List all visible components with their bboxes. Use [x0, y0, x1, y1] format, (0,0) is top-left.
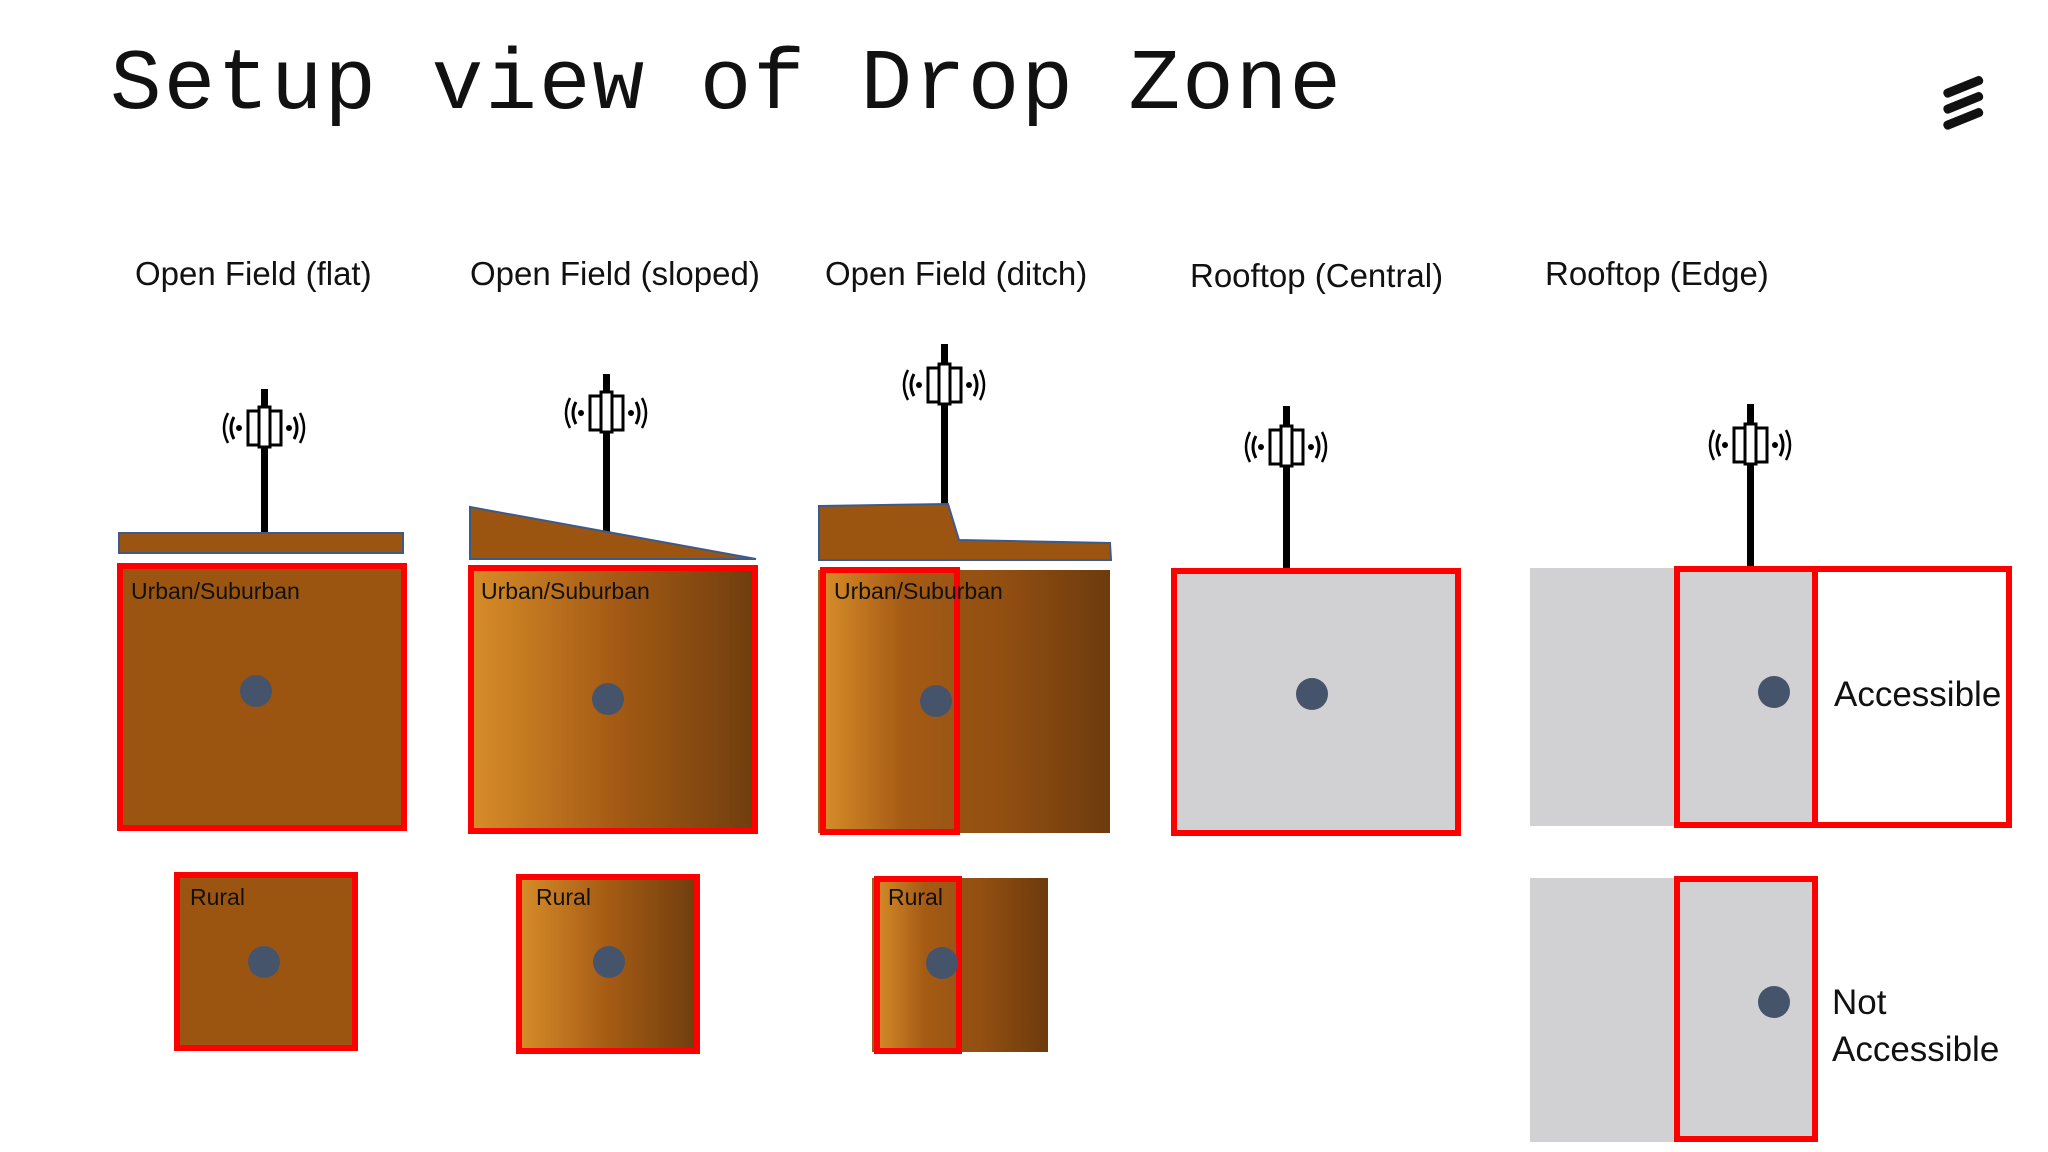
drop-zone-rural: [874, 876, 962, 1054]
heading-rooftop-edge: Rooftop (Edge): [1545, 255, 1769, 292]
accessible-area: [1812, 566, 2012, 828]
cell-tower-icon: [1236, 404, 1336, 572]
drop-point: [593, 946, 625, 978]
heading-open-field-flat: Open Field (flat): [135, 255, 372, 292]
drop-zone-rooftop-edge: [1674, 566, 1818, 828]
cell-tower-icon: [214, 383, 314, 533]
drop-point: [592, 683, 624, 715]
zone-label-rural: Rural: [536, 884, 591, 910]
drop-zone-urban: [117, 563, 407, 831]
zone-label-urban: Urban/Suburban: [131, 578, 300, 604]
drop-point: [1758, 676, 1790, 708]
drop-point: [240, 675, 272, 707]
drop-zone-rooftop-central: [1171, 568, 1461, 836]
drop-point: [1758, 986, 1790, 1018]
sloped-ground: [469, 505, 757, 560]
zone-label-urban: Urban/Suburban: [481, 578, 650, 604]
drop-zone-rooftop-edge: [1674, 876, 1818, 1142]
heading-open-field-ditch: Open Field (ditch): [825, 255, 1088, 292]
zone-label-urban: Urban/Suburban: [834, 578, 1003, 604]
ericsson-logo-icon: [1943, 76, 1984, 130]
heading-rooftop-central: Rooftop (Central): [1190, 257, 1444, 294]
drop-point: [926, 947, 958, 979]
drop-point: [1296, 678, 1328, 710]
page-title: Setup view of Drop Zone: [110, 36, 1343, 134]
drop-zone-rural: [174, 872, 358, 1051]
not-accessible-label-line2: Accessible: [1832, 1030, 2000, 1069]
ground-surface: [118, 532, 404, 554]
cell-tower-icon: [556, 368, 656, 538]
cell-tower-icon: [1700, 402, 1800, 572]
zone-label-rural: Rural: [190, 884, 245, 910]
drop-zone-rural: [516, 874, 700, 1054]
drop-point: [920, 685, 952, 717]
heading-open-field-sloped: Open Field (sloped): [470, 255, 760, 292]
drop-zone-urban: [820, 567, 960, 835]
drop-zone-urban: [468, 565, 758, 834]
zone-label-rural: Rural: [888, 884, 943, 910]
cell-tower-icon: [894, 340, 994, 505]
accessible-label: Accessible: [1834, 675, 2002, 714]
not-accessible-label-line1: Not: [1832, 983, 1887, 1022]
drop-point: [248, 946, 280, 978]
ditch-ground: [818, 502, 1113, 561]
